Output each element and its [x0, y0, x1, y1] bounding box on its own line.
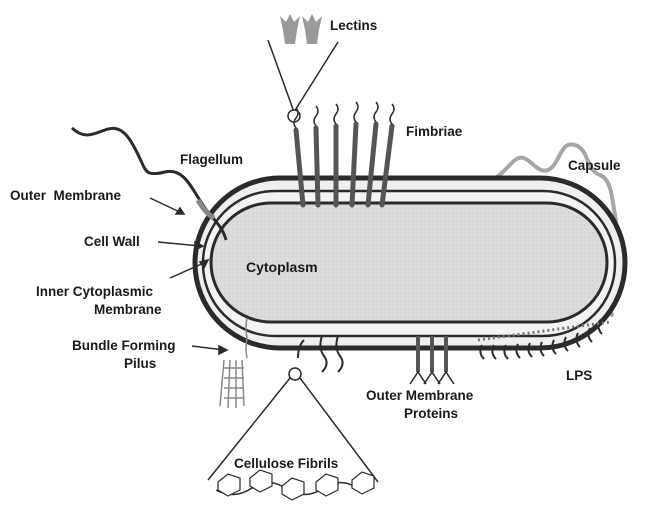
label-lps: LPS — [566, 368, 592, 383]
label-cellulose-fibrils: Cellulose Fibrils — [234, 456, 338, 471]
fimbriae-tips — [294, 102, 394, 128]
label-outer-membrane: Outer Membrane — [10, 188, 122, 203]
label-bundle-forming: Bundle Forming — [72, 338, 176, 353]
label-inner-membrane: Membrane — [94, 302, 162, 317]
label-lectins: Lectins — [330, 18, 377, 33]
omp-tips — [410, 372, 454, 384]
label-flagellum: Flagellum — [180, 152, 243, 167]
lectin-icon — [302, 14, 322, 44]
label-capsule: Capsule — [568, 158, 621, 173]
label-outer-membrane-proteins: Outer Membrane — [366, 388, 474, 403]
label-inner-cytoplasmic: Inner Cytoplasmic — [36, 284, 154, 299]
label-cell-wall: Cell Wall — [84, 234, 140, 249]
lectin-icon — [280, 14, 300, 44]
label-proteins: Proteins — [404, 406, 458, 421]
label-cytoplasm: Cytoplasm — [246, 259, 318, 275]
label-fimbriae: Fimbriae — [406, 124, 463, 139]
label-pilus: Pilus — [124, 356, 156, 371]
lectin-group — [268, 14, 338, 122]
